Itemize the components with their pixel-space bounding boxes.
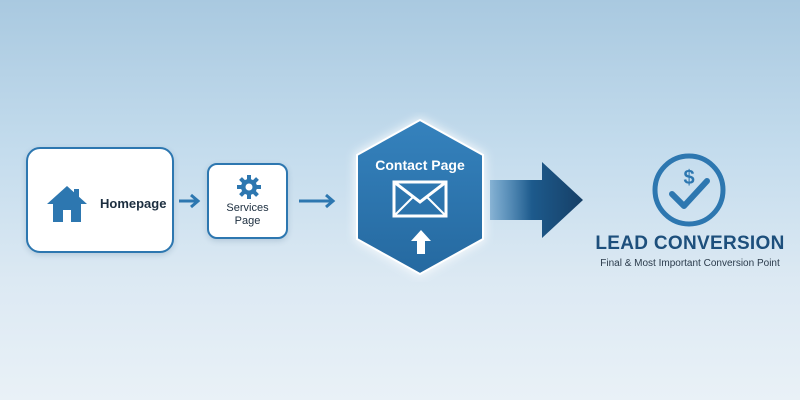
dollar-check-icon: $ xyxy=(650,151,728,234)
house-icon xyxy=(45,184,89,229)
services-label-line2: Page xyxy=(234,215,261,227)
flow-arrow-1 xyxy=(179,193,201,209)
gear-icon xyxy=(237,175,261,204)
envelope-icon xyxy=(392,180,448,223)
contact-page-hexagon xyxy=(340,112,500,282)
svg-text:$: $ xyxy=(683,167,694,189)
homepage-label: Homepage xyxy=(100,196,167,211)
up-arrow-icon xyxy=(410,229,432,260)
homepage-card: Homepage xyxy=(26,147,174,253)
contact-page-label: Contact Page xyxy=(375,157,465,173)
services-label-line1: Services xyxy=(226,202,269,214)
lead-conversion-title: LEAD CONVERSION xyxy=(595,233,785,254)
lead-conversion-subtitle: Final & Most Important Conversion Point xyxy=(600,258,780,269)
flow-arrow-2 xyxy=(299,193,336,209)
services-label: Services Page xyxy=(209,202,286,228)
conversion-arrow xyxy=(490,162,583,238)
services-card: Services Page xyxy=(207,163,288,239)
